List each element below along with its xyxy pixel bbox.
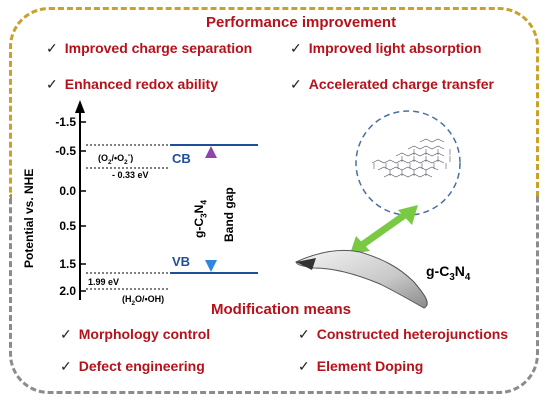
y-tick-label: 0.0 xyxy=(59,184,76,198)
y-axis-arrow-icon xyxy=(75,100,85,113)
flake-edge-icon xyxy=(296,258,316,270)
check-icon: ✓ xyxy=(46,40,58,56)
check-icon: ✓ xyxy=(60,358,72,374)
cb-label: CB xyxy=(172,151,191,166)
modification-item: ✓Element Doping xyxy=(298,358,424,374)
check-icon: ✓ xyxy=(298,326,310,342)
arrow-up-icon xyxy=(205,146,217,158)
check-icon: ✓ xyxy=(46,76,58,92)
y-tick-label: 0.5 xyxy=(59,219,76,233)
modification-title: Modification means xyxy=(211,301,352,318)
arrow-down-icon xyxy=(205,260,217,272)
h2o-couple-label: (H2O/•OH) xyxy=(122,294,165,307)
vb-label: VB xyxy=(172,254,191,269)
performance-title: Performance improvement xyxy=(206,14,397,31)
o2-potential-label: - 0.33 eV xyxy=(112,170,149,180)
y-tick-label: -1.5 xyxy=(55,115,76,129)
y-axis-ticks xyxy=(80,121,86,292)
o2-couple-label: (O2/•O2-) xyxy=(98,150,134,166)
check-icon: ✓ xyxy=(290,40,302,56)
y-tick-label: -0.5 xyxy=(55,144,76,158)
material-vertical-label: g-C3N4 xyxy=(192,199,209,238)
check-icon: ✓ xyxy=(60,326,72,342)
lattice-icon xyxy=(371,138,451,178)
band-gap-label: Band gap xyxy=(222,187,236,242)
check-icon: ✓ xyxy=(298,358,310,374)
y-tick-label: 1.5 xyxy=(59,257,76,271)
performance-item: ✓Enhanced redox ability xyxy=(46,76,218,92)
modification-frame xyxy=(9,195,539,394)
green-arrow-icon xyxy=(350,205,418,254)
performance-item: ✓Improved light absorption xyxy=(290,40,482,56)
y-axis-label: Potential vs. NHE xyxy=(22,168,36,268)
performance-item: ✓Improved charge separation xyxy=(46,40,253,56)
y-tick-label: 2.0 xyxy=(59,284,76,298)
material-flake-icon xyxy=(295,249,428,309)
material-label: g-C3N4 xyxy=(426,263,471,283)
performance-frame xyxy=(9,7,539,197)
h2o-potential-label: 1.99 eV xyxy=(88,277,120,287)
check-icon: ✓ xyxy=(290,76,302,92)
modification-item: ✓Constructed heterojunctions xyxy=(298,326,509,342)
modification-item: ✓Defect engineering xyxy=(60,358,205,374)
performance-item: ✓Accelerated charge transfer xyxy=(290,76,494,92)
modification-item: ✓Morphology control xyxy=(60,326,211,342)
